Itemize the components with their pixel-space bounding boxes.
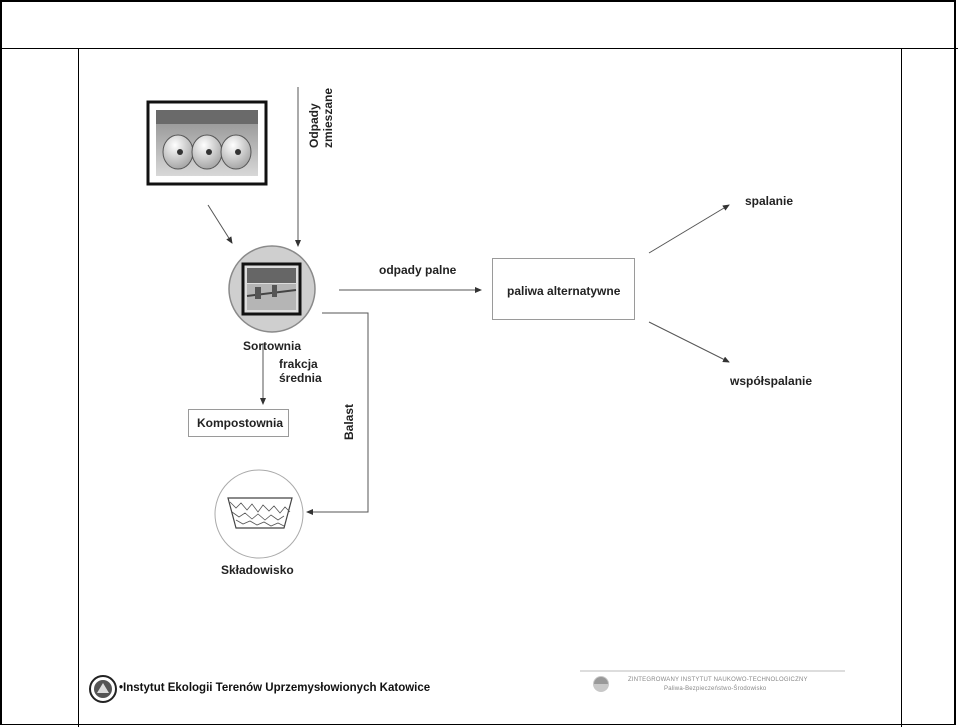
medium-fraction-label: frakcja średnia — [279, 357, 322, 385]
landfill-label: Składowisko — [221, 563, 294, 577]
right-margin-line — [901, 48, 902, 727]
composting-box: Kompostownia — [188, 409, 289, 437]
zint-logo-icon — [580, 670, 845, 692]
institute-name: •Instytut Ekologii Terenów Uprzemysłowio… — [119, 682, 431, 694]
landfill-sketch — [214, 469, 304, 559]
combustible-waste-label: odpady palne — [379, 263, 457, 277]
mixed-waste-label: Odpady zmieszane — [307, 87, 335, 148]
header-divider — [0, 48, 958, 49]
partner-line1: ZINTEGROWANY INSTYTUT NAUKOWO-TECHNOLOGI… — [628, 677, 808, 683]
institute-emblem-icon — [89, 675, 117, 703]
ballast-label: Balast — [342, 403, 356, 440]
sorting-label: Sortownia — [243, 339, 302, 353]
partner-line2: Paliwa-Bezpieczeństwo-Środowisko — [664, 686, 767, 692]
sorting-plant-photo — [228, 245, 316, 333]
alternative-fuels-box: paliwa alternatywne — [492, 258, 635, 320]
alternative-fuels-label: paliwa alternatywne — [507, 284, 621, 298]
composting-label: Kompostownia — [197, 416, 283, 430]
combustion-label: spalanie — [745, 194, 794, 208]
left-margin-line — [78, 48, 79, 727]
co-combustion-label: współspalanie — [730, 374, 813, 388]
flow-arrows — [207, 87, 730, 515]
bins-photo — [146, 100, 268, 186]
